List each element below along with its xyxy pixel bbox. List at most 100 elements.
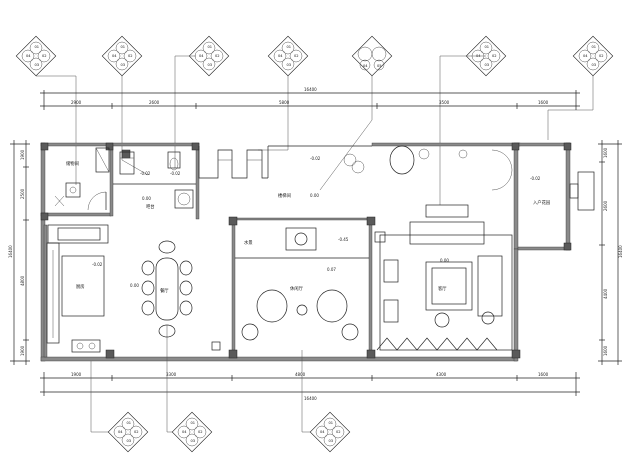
marker-index: 01 (191, 421, 196, 425)
room-label-living: 客厅 (438, 285, 447, 292)
level-mark: -0.02 (530, 176, 541, 181)
elevation-marker: 01 02 03 04 (309, 411, 351, 453)
level-mark: 0.00 (142, 196, 151, 201)
dimension-label: 4800 (295, 372, 306, 377)
marker-index: 02 (42, 54, 47, 58)
marker-index: 02 (294, 54, 299, 58)
dimension-label: 2600 (149, 100, 160, 105)
elevation-marker: 01 02 03 04 (107, 411, 149, 453)
left-dimensions: 1900 2500 4800 1900 16400 (8, 140, 30, 365)
room-label-pool: 水景 (244, 239, 253, 246)
dimension-label: 1900 (20, 345, 25, 356)
marker-index: 01 (485, 45, 490, 49)
room-label-kitchen: 厨房 (76, 283, 85, 290)
marker-index: 03 (485, 63, 490, 67)
marker-index: 03 (35, 63, 40, 67)
marker-index: 04 (26, 54, 31, 58)
marker-index: 04 (182, 430, 187, 434)
room-hall: 水景 休闲厅 (235, 153, 386, 341)
level-mark: 0.00 (130, 283, 139, 288)
marker-index: 02 (198, 430, 203, 434)
exterior-planter (577, 171, 595, 211)
marker-index: 04 (320, 430, 325, 434)
marker-index: 03 (208, 63, 213, 67)
marker-index: 01 (592, 45, 597, 49)
staircase: 楼梯间 (198, 145, 372, 199)
level-mark: -0.02 (140, 171, 151, 176)
room-label-bar: 吧台 (146, 203, 155, 210)
marker-index: 02 (336, 430, 341, 434)
marker-index: 04 (363, 64, 368, 68)
dimension-label: 4800 (20, 275, 25, 286)
room-label-dining: 餐厅 (160, 287, 169, 294)
structural-columns (40, 142, 572, 359)
room-label-storage: 储物间 (66, 160, 79, 167)
top-dimensions: 16400 2900 2600 5800 3500 1600 (40, 87, 580, 110)
level-mark: -0.45 (338, 237, 349, 242)
marker-index: 03 (329, 439, 334, 443)
elevation-marker: 01 02 03 04 (572, 35, 614, 77)
marker-index: 04 (583, 54, 588, 58)
dimension-label: 1900 (20, 149, 25, 160)
room-kitchen: 厨房 (46, 224, 109, 353)
dimension-label: 1900 (71, 372, 82, 377)
dimension-label: 2900 (71, 100, 82, 105)
dimension-label: 4400 (603, 288, 608, 299)
marker-index: 03 (191, 439, 196, 443)
level-mark: -0.02 (170, 171, 181, 176)
marker-index: 03 (127, 439, 132, 443)
elevation-marker: 01 02 03 04 (267, 35, 309, 77)
marker-index: 03 (287, 63, 292, 67)
marker-index: 04 (199, 54, 204, 58)
room-bar: 吧台 (113, 151, 196, 210)
dimension-label: 3500 (439, 100, 450, 105)
total-width-label: 16400 (304, 87, 317, 92)
room-storage: 储物间 (54, 147, 110, 211)
marker-index: 04 (118, 430, 123, 434)
room-label-entry: 入户花园 (533, 199, 550, 206)
room-dining: 餐厅 (141, 240, 221, 351)
elevation-markers-bottom: 01 02 03 04 01 02 03 04 01 02 03 04 (90, 325, 351, 453)
level-mark: -0.02 (310, 156, 321, 161)
dimension-label: 1600 (603, 147, 608, 158)
marker-leader-lines (36, 55, 594, 205)
dimension-label: 2500 (20, 188, 25, 199)
marker-index: 02 (215, 54, 220, 58)
marker-index: 02 (128, 54, 133, 58)
marker-index: 05 (377, 64, 382, 68)
marker-index: 02 (492, 54, 497, 58)
dimension-label: 16400 (8, 245, 13, 258)
marker-index: 02 (134, 430, 139, 434)
marker-index: 04 (112, 54, 117, 58)
dimension-label: 4300 (436, 372, 447, 377)
dimension-label: 16400 (618, 245, 623, 258)
marker-index: 01 (127, 421, 132, 425)
marker-index: 02 (599, 54, 604, 58)
level-mark: -0.02 (92, 262, 103, 267)
room-entry: 入户花园 (533, 199, 550, 206)
walls (40, 142, 571, 362)
elevation-marker: 01 02 03 04 (15, 35, 57, 77)
right-dimensions: 1600 2600 4400 1600 16400 (598, 140, 623, 365)
marker-index: 01 (121, 45, 126, 49)
elevation-marker: 01 02 03 04 (101, 35, 143, 77)
dimension-label: 5800 (279, 100, 290, 105)
bottom-dimensions: 1900 3300 4800 4300 1600 16400 (40, 372, 580, 401)
level-mark: 0.00 (440, 258, 449, 263)
total-width-label: 16400 (304, 396, 317, 401)
level-marks: -0.02 -0.02 -0.02 0.00 0.00 -0.45 0.07 0… (92, 156, 541, 288)
room-label-corridor: 楼梯间 (278, 192, 291, 199)
dimension-label: 2600 (603, 200, 608, 211)
marker-index: 03 (121, 63, 126, 67)
elevation-marker: 01 02 03 04 (188, 35, 230, 77)
room-label-hall: 休闲厅 (290, 285, 304, 292)
marker-index: 01 (208, 45, 213, 49)
dimension-label: 1600 (538, 372, 549, 377)
room-living: 客厅 (376, 145, 513, 351)
marker-index: 01 (329, 421, 334, 425)
elevation-marker: 04 05 (351, 35, 393, 77)
elevation-marker: 01 02 03 04 (171, 411, 213, 453)
marker-index: 01 (35, 45, 40, 49)
marker-index: 03 (592, 63, 597, 67)
marker-index: 01 (287, 45, 292, 49)
